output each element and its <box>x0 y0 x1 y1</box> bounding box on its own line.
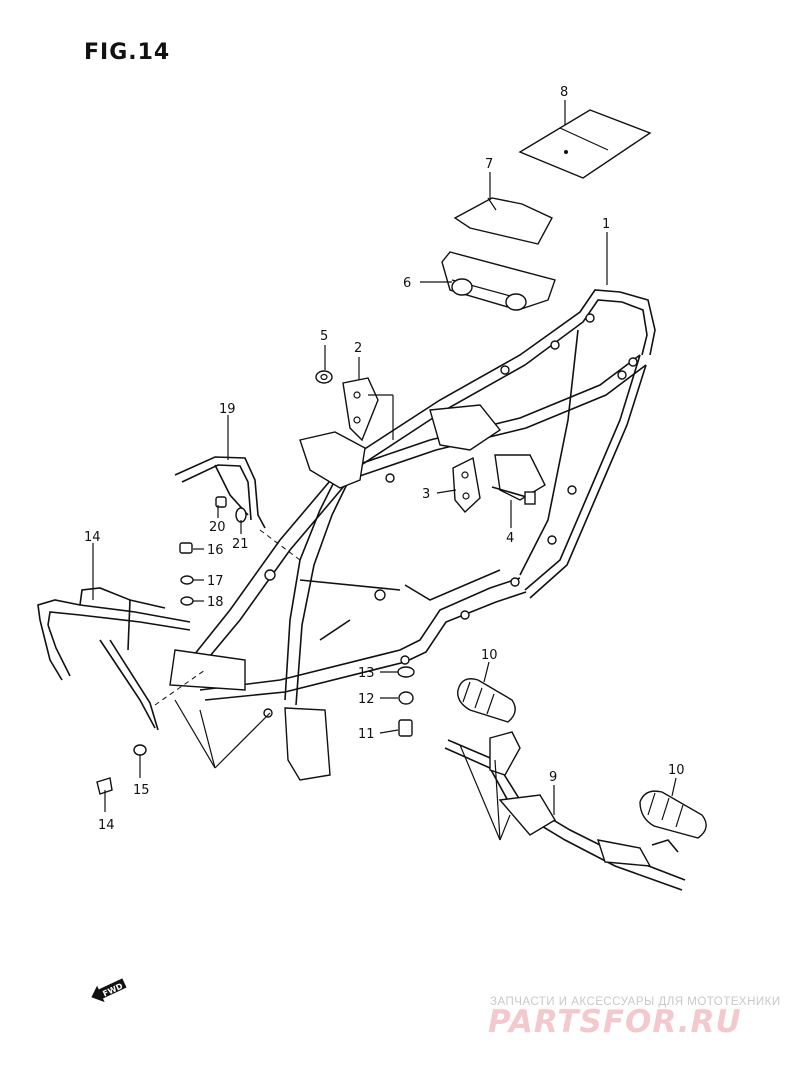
callout-14: 14 <box>84 530 101 545</box>
leader-lines <box>92 100 677 841</box>
callout-1: 1 <box>602 217 610 232</box>
part-8-seat-plate <box>518 109 652 179</box>
callout-4: 4 <box>506 531 514 546</box>
callout-3: 3 <box>422 487 430 502</box>
part-15-bolt <box>96 777 113 795</box>
callout-10-left: 10 <box>481 648 498 663</box>
fwd-arrow-icon: FWD <box>91 978 127 1003</box>
figure-title: FIG.14 <box>84 40 171 65</box>
callout-8: 8 <box>560 85 568 100</box>
callout-16: 15 <box>133 783 150 798</box>
callout-6: 6 <box>403 276 411 291</box>
callout-19: 18 <box>207 595 224 610</box>
part-3-plate <box>452 456 481 514</box>
part-14-carrier <box>37 587 206 731</box>
callout-10-right: 10 <box>668 763 685 778</box>
callout-12: 12 <box>358 692 375 707</box>
part-5-nut <box>315 370 333 384</box>
watermark-caption: ЗАПЧАСТИ И АКСЕССУАРЫ ДЛЯ МОТОТЕХНИКИ <box>490 996 781 1008</box>
callout-21: 20 <box>209 520 226 535</box>
watermark-logo: PARTSFOR.RU <box>488 1004 742 1040</box>
part-20-guard <box>174 456 266 529</box>
callout-13: 13 <box>358 666 375 681</box>
part-1-main-frame <box>169 289 656 781</box>
part-4-bolt <box>491 486 536 505</box>
callout-labels: 8 7 6 1 5 2 3 4 19 20 21 16 17 18 14 14 … <box>84 85 685 833</box>
part-10-footrest-rubber-left <box>457 678 516 723</box>
callout-22: 21 <box>232 537 249 552</box>
callout-2: 2 <box>354 341 362 356</box>
callout-5: 5 <box>320 329 328 344</box>
callout-20: 19 <box>219 402 236 417</box>
part-16-nut <box>133 744 147 756</box>
part-9-footrest-bar <box>444 731 686 891</box>
callout-17: 16 <box>207 543 224 558</box>
callout-18: 17 <box>207 574 224 589</box>
fwd-label: FWD <box>101 981 124 998</box>
fasteners-center <box>397 666 415 737</box>
part-7-pad <box>453 197 553 245</box>
callout-7: 7 <box>485 157 493 172</box>
callout-11: 11 <box>358 727 375 742</box>
part-6-holder <box>441 251 556 311</box>
callout-15: 14 <box>98 818 115 833</box>
part-10-footrest-rubber-right <box>639 790 707 839</box>
part-2-bracket <box>342 377 379 442</box>
callout-9: 9 <box>549 770 557 785</box>
